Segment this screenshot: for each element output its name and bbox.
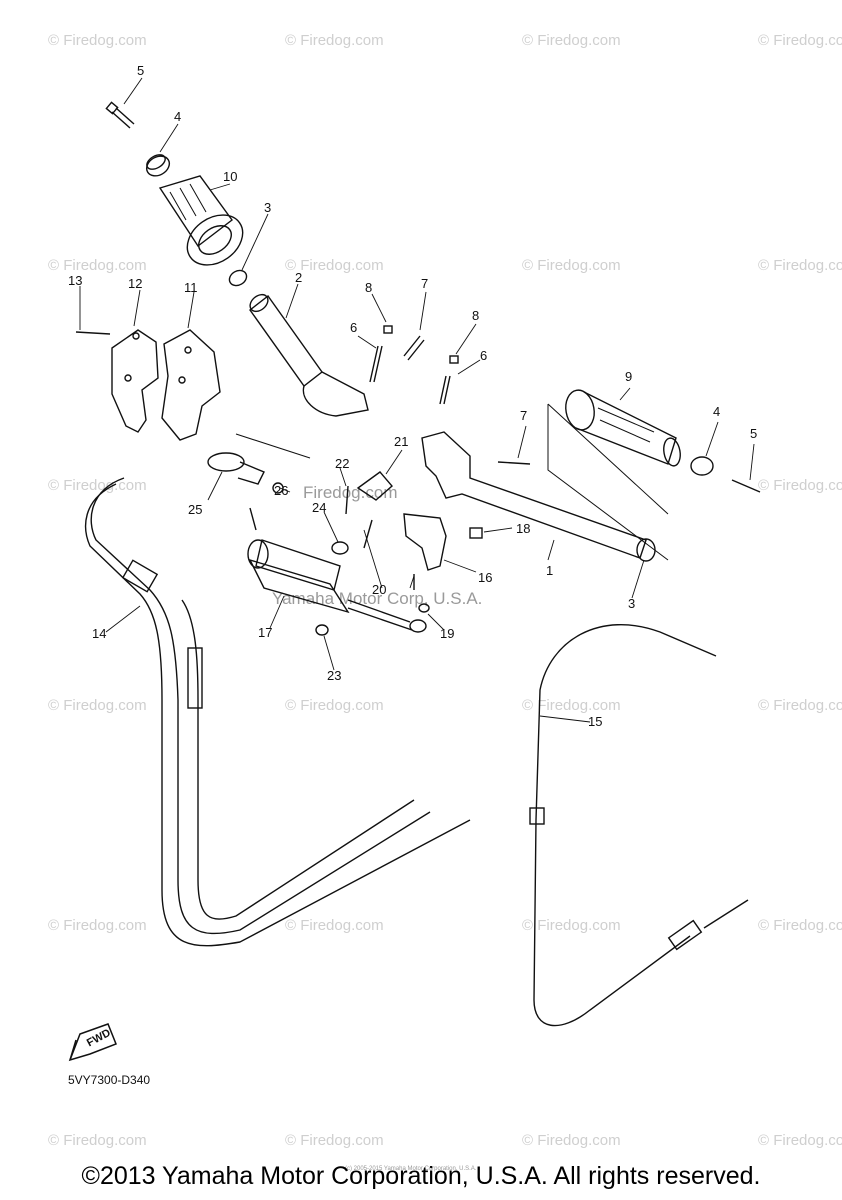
nut-23 [315,624,329,636]
part-label-9: 9 [625,369,632,384]
steering-damper-17 [247,539,427,633]
washer-19 [418,603,430,613]
center-watermark-2: Yamaha Motor Corp, U.S.A. [272,589,482,608]
watermark: © Firedog.com [522,917,621,934]
part-label-4: 4 [174,109,181,124]
watermark: © Firedog.com [48,257,147,274]
part-label-21: 21 [394,434,408,449]
part-label-24: 24 [312,500,326,515]
watermark: © Firedog.com [285,1132,384,1149]
bracket-16 [403,513,447,571]
watermark: © Firedog.com [522,697,621,714]
fasteners-left [369,325,459,405]
watermark: © Firedog.com [48,1132,147,1149]
watermark: © Firedog.com [522,257,621,274]
watermark: © Firedog.com [48,917,147,934]
part-label-13: 13 [68,273,82,288]
part-label-12: 12 [128,276,142,291]
part-label-7: 7 [421,276,428,291]
diagram-code: 5VY7300-D340 [68,1073,151,1087]
watermark: © Firedog.com [758,257,842,274]
bolt-22 [345,485,349,515]
grip-9-right [565,389,681,467]
part-label-3: 3 [628,596,635,611]
part-label-1: 1 [546,563,553,578]
part-label-8: 8 [472,308,479,323]
watermark: © Firedog.com [48,697,147,714]
watermark: © Firedog.com [285,257,384,274]
part-label-19: 19 [440,626,454,641]
part-label-2: 2 [295,270,302,285]
grip-end-4-left [145,154,171,177]
tiny-copyright: (c) 2005-2015 Yamaha Motor Corporation, … [345,1166,477,1172]
parts-artwork [75,101,761,1027]
part-label-10: 10 [223,169,237,184]
watermark-grid: © Firedog.com © Firedog.com © Firedog.co… [48,32,842,1149]
watermark: © Firedog.com [48,477,147,494]
part-label-25: 25 [188,502,202,517]
clamp-25 [207,452,284,494]
watermark: © Firedog.com [522,32,621,49]
watermark: © Firedog.com [758,917,842,934]
center-watermark: Firedog.com [303,483,397,502]
part-label-3: 3 [264,200,271,215]
handlebar-2-left [249,293,369,417]
part-label-16: 16 [478,570,492,585]
part-labels: 5 4 10 3 2 8 7 6 8 6 9 4 5 7 13 12 11 21… [68,63,757,729]
fwd-arrow: FWD [68,1023,117,1062]
bolt-20 [363,519,373,549]
watermark: © Firedog.com [285,32,384,49]
watermark: © Firedog.com [285,917,384,934]
grip-end-4-right [690,456,714,476]
watermark: © Firedog.com [758,32,842,49]
watermark: © Firedog.com [758,1132,842,1149]
part-label-14: 14 [92,626,106,641]
part-label-6: 6 [480,348,487,363]
watermark: © Firedog.com [285,697,384,714]
screw-13 [75,331,111,335]
bracket-21 [356,471,393,501]
switch-housing-11 [161,329,221,441]
leader-lines [235,433,311,459]
part-label-26: 26 [274,483,288,498]
bolt-5-left [105,101,135,129]
bolt-5-right [731,479,761,493]
part-label-5: 5 [750,426,757,441]
leader-line-group [79,77,755,723]
collar-24 [331,541,349,555]
watermark: © Firedog.com [758,477,842,494]
throttle-grip-10 [158,175,244,266]
part-label-4: 4 [713,404,720,419]
part-label-17: 17 [258,625,272,640]
switch-housing-12 [111,329,159,433]
copyright-notice: ©2013 Yamaha Motor Corporation, U.S.A. A… [81,1162,761,1190]
part-label-7: 7 [520,408,527,423]
watermark: © Firedog.com [758,697,842,714]
part-label-23: 23 [327,668,341,683]
nut-18 [469,527,483,539]
bolt-7-right [497,461,531,465]
part-label-18: 18 [516,521,530,536]
part-label-11: 11 [184,280,198,295]
part-label-8: 8 [365,280,372,295]
assembly-bracket-lines [547,403,669,561]
throttle-cable-14 [84,477,471,947]
plug-3-left [228,269,248,287]
part-label-6: 6 [350,320,357,335]
watermark: © Firedog.com [522,1132,621,1149]
part-label-5: 5 [137,63,144,78]
part-label-15: 15 [588,714,602,729]
part-label-22: 22 [335,456,349,471]
watermark: © Firedog.com [48,32,147,49]
handlebar-1-right [421,431,656,562]
bolt-26 [249,507,257,531]
part-label-20: 20 [372,582,386,597]
clutch-cable-15 [529,624,749,1027]
